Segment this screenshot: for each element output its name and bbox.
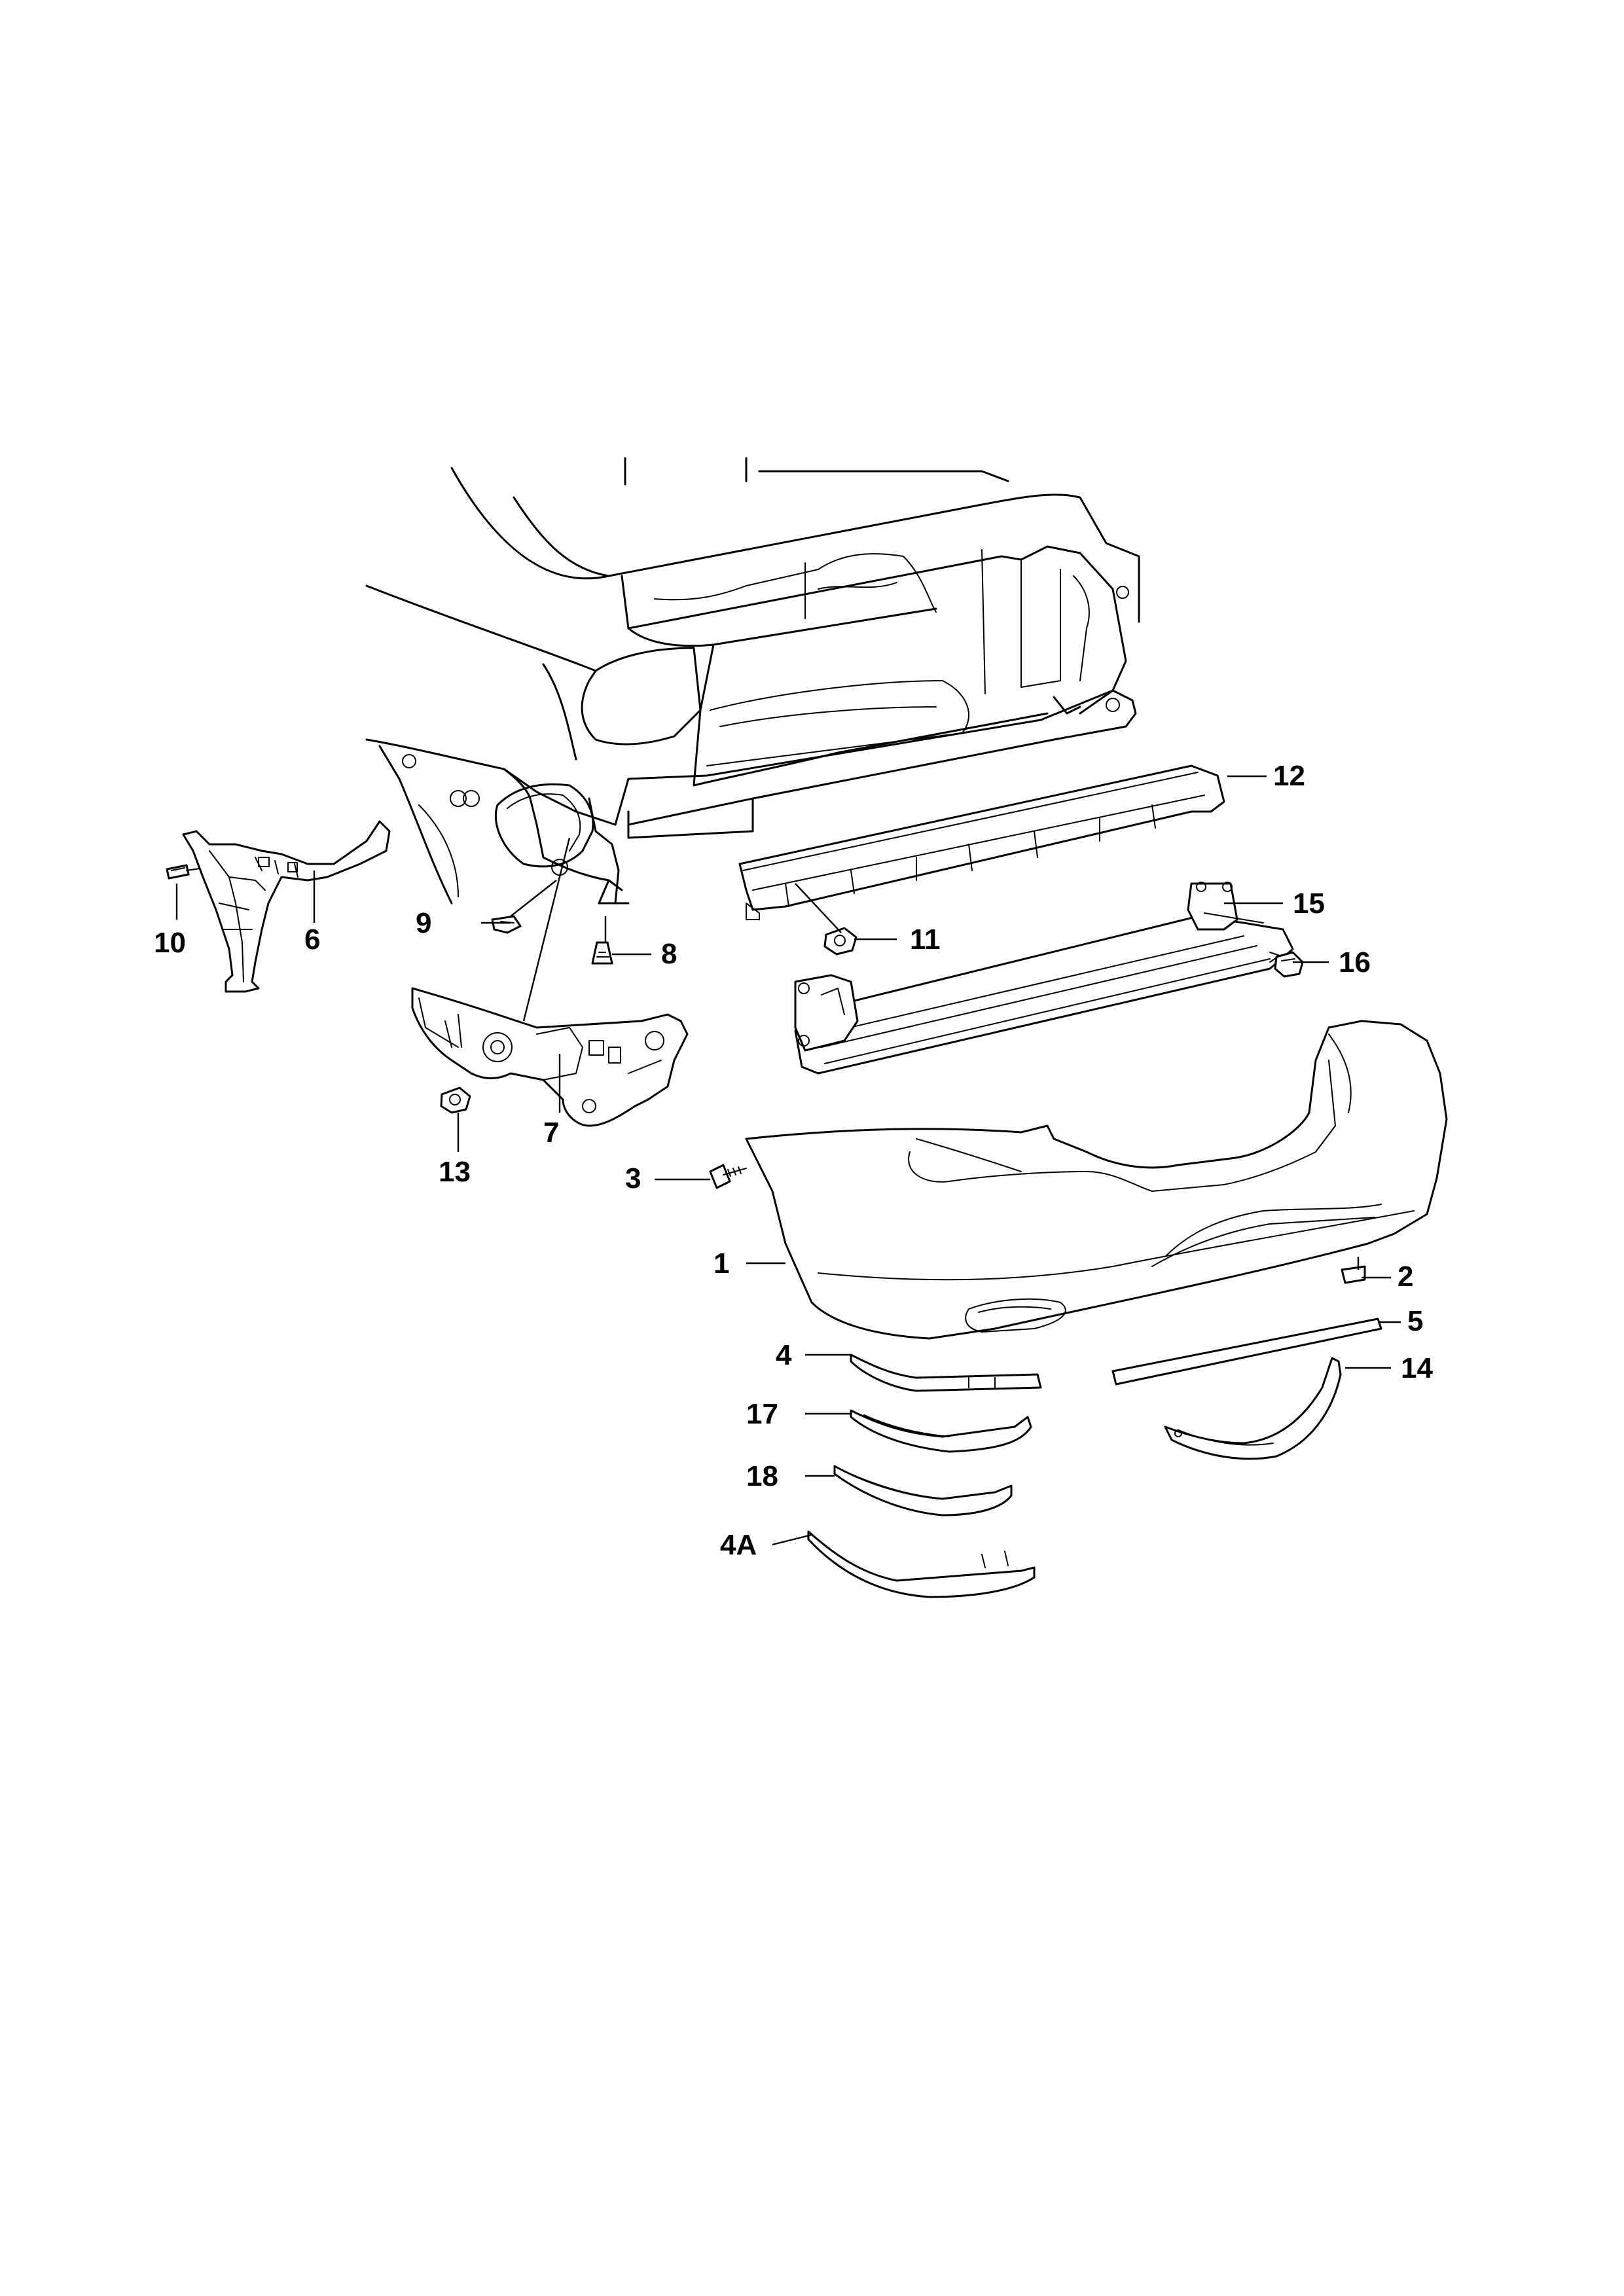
part-9-clip [491,915,522,934]
part-15-bumper-reinforcement [794,882,1294,1075]
part-2-clip [1341,1265,1366,1284]
callout-12: 12 [1273,760,1305,792]
callout-14: 14 [1401,1352,1433,1384]
part-16-bolt [1269,951,1304,978]
part-18-trim [833,1465,1013,1516]
part-12-energy-absorber [738,764,1225,920]
callout-8: 8 [661,938,677,970]
callout-3: 3 [625,1162,641,1194]
callout-9: 9 [416,907,431,939]
callout-1: 1 [713,1247,729,1280]
part-4-trim [850,1354,1042,1392]
part-8-clip [591,941,613,965]
part-5-trim-strip [1111,1318,1382,1386]
part-11-nut [823,927,857,956]
part-7-side-bracket [411,987,689,1127]
callout-11: 11 [910,924,941,956]
part-14-trim [1164,1357,1342,1460]
callout-5: 5 [1407,1305,1423,1337]
part-6-side-bracket [182,820,391,993]
part-1-bumper-cover [745,1020,1448,1340]
part-3-screw [709,1164,747,1189]
callout-2: 2 [1398,1261,1413,1293]
callout-16: 16 [1339,946,1371,978]
callout-6: 6 [304,924,320,956]
part-17-trim [850,1409,1032,1453]
callout-10: 10 [154,927,186,959]
leader-lines [175,775,1401,1546]
part-10-screw [166,864,200,880]
callout-labels: 1 2 3 4 4A 5 6 7 8 9 10 11 12 13 14 15 1… [154,760,1433,1561]
car-body-rear [365,457,1140,905]
callout-4a: 4A [720,1529,757,1561]
part-4a-trim [807,1530,1036,1598]
callout-4: 4 [776,1339,792,1371]
callout-7: 7 [543,1117,559,1149]
callout-18: 18 [746,1460,778,1492]
callout-17: 17 [746,1398,778,1430]
callout-15: 15 [1293,888,1325,920]
callout-13: 13 [439,1156,471,1188]
part-13-nut [440,1086,471,1114]
